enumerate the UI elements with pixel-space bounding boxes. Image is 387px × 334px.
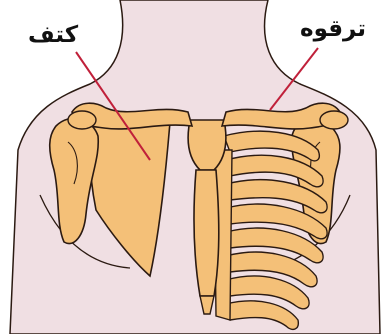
sternum-body (194, 170, 219, 296)
left-acromion (68, 111, 96, 129)
sternum-manubrium (188, 120, 226, 170)
right-acromion (320, 111, 348, 129)
clavicle-label: ترقوه (300, 18, 366, 41)
scapula-label: کتف (28, 24, 78, 47)
